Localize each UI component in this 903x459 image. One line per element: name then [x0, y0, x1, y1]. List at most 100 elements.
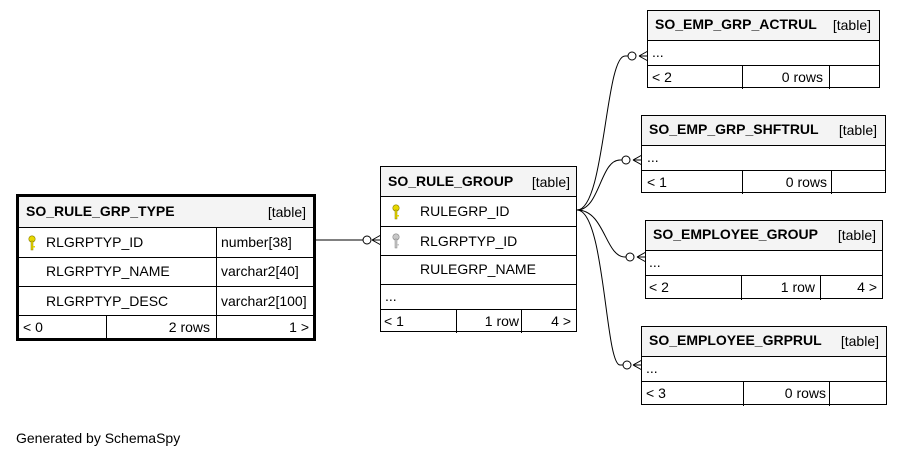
table-header — [642, 327, 886, 356]
divider — [742, 66, 743, 89]
edge-group-to-actrul — [576, 55, 632, 211]
foreign-key-icon — [392, 233, 400, 249]
column-type: number[38] — [221, 234, 292, 250]
divider — [216, 258, 217, 286]
table-name: SO_EMP_GRP_ACTRUL — [655, 16, 817, 32]
crowfoot-grprul — [632, 359, 643, 371]
table-header — [648, 11, 879, 40]
table-footer: < 1 0 rows — [642, 170, 885, 194]
more-columns-row: ... — [646, 250, 882, 275]
table-footer: < 2 0 rows — [648, 65, 879, 89]
more-columns-row: ... — [381, 284, 576, 309]
table-so-rule-grp-type[interactable]: SO_RULE_GRP_TYPE [table] RLGRPTYP_ID num… — [16, 194, 316, 341]
ellipsis: ... — [647, 149, 659, 165]
parents-count: < 0 — [23, 319, 43, 335]
table-so-emp-grp-shftrul[interactable]: SO_EMP_GRP_SHFTRUL [table] ... < 1 0 row… — [641, 115, 886, 194]
column-name: RLGRPTYP_NAME — [46, 263, 170, 279]
table-tag: [table] — [837, 227, 876, 243]
divider — [743, 382, 744, 406]
edge-group-to-shftrul — [576, 159, 626, 211]
table-footer: < 2 1 row 4 > — [646, 275, 882, 300]
parents-count: < 2 — [649, 279, 669, 295]
crowfoot-group — [371, 234, 382, 246]
table-name: SO_EMPLOYEE_GROUP — [653, 226, 818, 242]
column-name: RLGRPTYP_ID — [46, 234, 144, 250]
divider — [216, 287, 217, 315]
column-row: RLGRPTYP_NAME varchar2[40] — [19, 257, 313, 286]
ellipsis: ... — [385, 288, 397, 304]
row-count: 0 rows — [781, 69, 823, 85]
table-so-employee-group[interactable]: SO_EMPLOYEE_GROUP [table] ... < 2 1 row … — [645, 220, 883, 300]
table-tag: [table] — [267, 204, 306, 220]
more-columns-row: ... — [648, 40, 879, 65]
table-so-rule-group[interactable]: SO_RULE_GROUP [table] RULEGRP_ID RLGRPTY… — [380, 166, 577, 333]
column-row: RLGRPTYP_DESC varchar2[100] — [19, 286, 313, 315]
column-name: RLGRPTYP_ID — [420, 233, 518, 249]
table-so-emp-grp-actrul[interactable]: SO_EMP_GRP_ACTRUL [table] ... < 2 0 rows — [647, 10, 880, 89]
table-footer: < 3 0 rows — [642, 381, 886, 406]
row-count: 1 row — [484, 313, 519, 329]
more-columns-row: ... — [642, 356, 886, 381]
optional-circle-group — [362, 235, 372, 245]
column-name: RULEGRP_ID — [420, 203, 510, 219]
table-header — [19, 197, 313, 227]
edge-group-to-grprul — [576, 209, 627, 366]
divider — [741, 276, 742, 300]
table-tag: [table] — [832, 17, 871, 33]
table-name: SO_RULE_GROUP — [388, 173, 514, 189]
divider — [820, 276, 821, 300]
children-count: 4 > — [551, 313, 571, 329]
table-header — [646, 221, 882, 250]
column-type: varchar2[40] — [221, 263, 299, 279]
table-tag: [table] — [840, 333, 879, 349]
table-name: SO_RULE_GRP_TYPE — [26, 203, 175, 219]
children-count: 4 > — [857, 279, 877, 295]
table-footer: < 1 1 row 4 > — [381, 309, 576, 333]
table-tag: [table] — [838, 122, 877, 138]
column-name: RULEGRP_NAME — [420, 261, 536, 277]
table-name: SO_EMPLOYEE_GRPRUL — [649, 332, 822, 348]
optional-circle-actrul — [627, 51, 637, 61]
more-columns-row: ... — [642, 145, 885, 170]
row-count: 2 rows — [168, 319, 210, 335]
divider — [216, 228, 217, 257]
table-header — [381, 167, 576, 196]
primary-key-icon — [392, 204, 400, 220]
table-footer: < 0 2 rows 1 > — [19, 315, 313, 338]
table-tag: [table] — [531, 174, 570, 190]
parents-count: < 1 — [384, 313, 404, 329]
divider — [829, 66, 830, 89]
row-count: 0 rows — [784, 385, 826, 401]
optional-circle-empgroup — [625, 252, 635, 262]
ellipsis: ... — [649, 254, 661, 270]
crowfoot-shftrul — [632, 154, 643, 166]
column-row: RULEGRP_NAME — [381, 255, 576, 284]
divider — [742, 171, 743, 194]
divider — [216, 316, 217, 338]
table-so-employee-grprul[interactable]: SO_EMPLOYEE_GRPRUL [table] ... < 3 0 row… — [641, 326, 887, 406]
parents-count: < 3 — [646, 385, 666, 401]
row-count: 0 rows — [785, 174, 827, 190]
generated-by-footer: Generated by SchemaSpy — [16, 430, 181, 446]
parents-count: < 1 — [647, 174, 667, 190]
column-row: RLGRPTYP_ID — [381, 226, 576, 255]
table-header — [642, 116, 885, 145]
divider — [106, 316, 107, 338]
crowfoot-empgroup — [636, 251, 647, 263]
ellipsis: ... — [652, 44, 664, 60]
row-count: 1 row — [780, 279, 815, 295]
divider — [829, 382, 830, 406]
column-row: RULEGRP_ID — [381, 196, 576, 226]
edge-group-to-empgroup — [576, 209, 630, 258]
table-name: SO_EMP_GRP_SHFTRUL — [649, 121, 819, 137]
parents-count: < 2 — [652, 69, 672, 85]
optional-circle-shftrul — [621, 155, 631, 165]
divider — [831, 171, 832, 194]
column-name: RLGRPTYP_DESC — [46, 293, 169, 309]
crowfoot-actrul — [638, 50, 649, 62]
divider — [521, 310, 522, 333]
children-count: 1 > — [289, 319, 309, 335]
divider — [456, 310, 457, 333]
ellipsis: ... — [646, 360, 658, 376]
